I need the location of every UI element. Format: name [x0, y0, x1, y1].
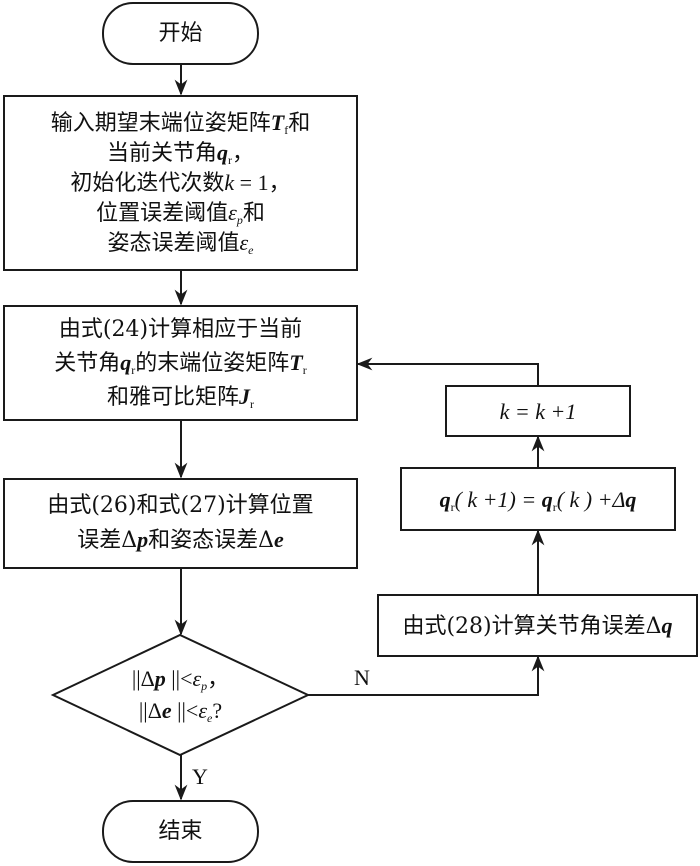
joint-update-box: qr( k +1) = qr( k ) +Δq — [400, 467, 676, 531]
error-computation-box: 由式(26)和式(27)计算位置 误差Δp和姿态误差Δe — [3, 478, 358, 569]
input-line-3: 初始化迭代次数k = 1， — [70, 170, 291, 196]
fk-line-1: 由式(24)计算相应于当前 — [58, 316, 303, 342]
decision-line-1: ||Δp ||<εp， — [131, 666, 230, 693]
yes-branch-label: Y — [192, 764, 208, 789]
increment-expr: k = k +1 — [499, 398, 577, 424]
joint-error-box: 由式(28)计算关节角误差Δq — [377, 594, 698, 657]
decision-diamond — [50, 633, 311, 757]
decision-condition: ||Δp ||<εp， ||Δe ||<εe? — [53, 635, 308, 755]
joint-error-text: 由式(28)计算关节角误差Δq — [402, 612, 673, 639]
input-line-5: 姿态误差阈值εe — [107, 230, 254, 257]
input-line-1: 输入期望末端位姿矩阵Tf和 — [50, 110, 311, 137]
joint-update-expr: qr( k +1) = qr( k ) +Δq — [439, 486, 637, 514]
no-branch-label: N — [354, 665, 370, 690]
start-label: 开始 — [158, 21, 203, 46]
input-line-2: 当前关节角qr， — [106, 140, 255, 167]
start-terminal: 开始 — [102, 2, 259, 65]
end-terminal: 结束 — [102, 800, 259, 863]
input-initialization-box: 输入期望末端位姿矩阵Tf和 当前关节角qr， 初始化迭代次数k = 1， 位置误… — [3, 95, 358, 271]
arrow-loop-back-to-fk — [356, 357, 539, 385]
decision-line-2: ||Δe ||<εe? — [138, 698, 223, 725]
input-line-4: 位置误差阈值εp和 — [96, 200, 265, 227]
error-line-1: 由式(26)和式(27)计算位置 — [47, 493, 314, 518]
fk-line-2: 关节角qr的末端位姿矩阵Tr — [54, 349, 307, 377]
end-label: 结束 — [158, 819, 203, 844]
forward-kinematics-box: 由式(24)计算相应于当前 关节角qr的末端位姿矩阵Tr 和雅可比矩阵Jr — [3, 305, 358, 421]
arrow-decision-no-to-dq — [308, 655, 545, 696]
error-line-2: 误差Δp和姿态误差Δe — [77, 527, 284, 553]
fk-line-3: 和雅可比矩阵Jr — [106, 383, 254, 411]
increment-box: k = k +1 — [445, 385, 631, 437]
